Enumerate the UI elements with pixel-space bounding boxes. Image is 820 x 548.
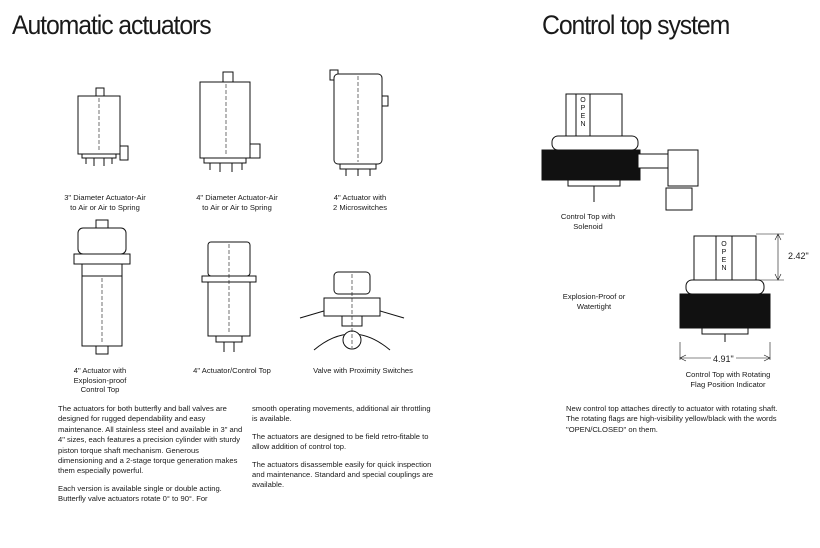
dimension-height: 2.42": [788, 251, 809, 261]
figure-caption-5: 4" Actuator/Control Top: [193, 366, 271, 375]
figure-caption-6: Valve with Proximity Switches: [313, 366, 413, 375]
figure-3in-actuator: [77, 87, 129, 166]
dimension-width: 4.91": [711, 354, 736, 364]
body-text-col2: smooth operating movements, additional a…: [252, 404, 434, 490]
figure-4in-actuator: [199, 71, 261, 172]
figure-actuator-microswitches: [329, 69, 389, 176]
figure-actuator-explosion-proof: [73, 219, 131, 355]
body-text-col1: The actuators for both butterfly and bal…: [58, 404, 243, 504]
figure-actuator-control-top: [201, 241, 257, 352]
body-text-col3: New control top attaches directly to act…: [566, 404, 778, 434]
page-title-right: Control top system: [542, 10, 730, 40]
figure-valve-proximity: [299, 271, 405, 351]
page-title-left: Automatic actuators: [12, 10, 212, 40]
